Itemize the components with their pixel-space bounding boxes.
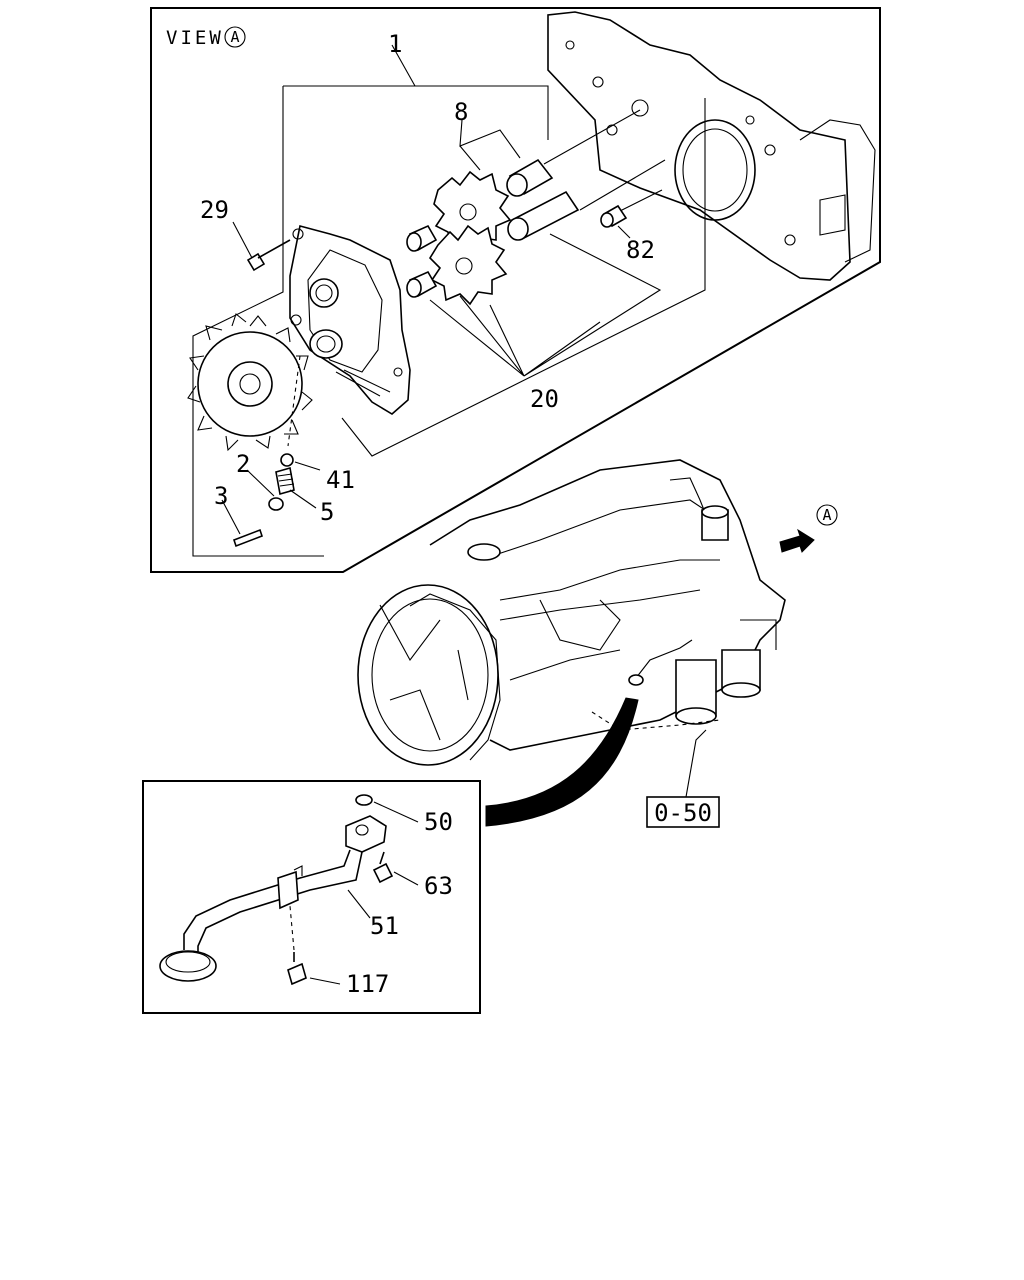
leader-lines-strainer <box>309 801 419 985</box>
rotor-gear-upper <box>433 170 512 252</box>
callout-5: 5 <box>320 498 334 526</box>
strainer-callouts: 50 63 51 117 <box>346 808 453 998</box>
rotor-gear-lower <box>428 224 508 306</box>
view-a-callouts: 1 8 29 82 20 2 41 3 5 <box>200 30 655 526</box>
view-a-frame <box>150 7 881 573</box>
sleeve-upper <box>506 158 554 197</box>
pump-housing <box>289 225 411 415</box>
shaft-lower <box>507 190 580 241</box>
bushing-upper <box>406 224 438 252</box>
callout-41: 41 <box>326 466 355 494</box>
callout-29: 29 <box>200 196 229 224</box>
view-marker-circle <box>224 26 246 48</box>
retaining-pin <box>232 528 264 548</box>
reference-box <box>646 796 720 828</box>
reference-leader <box>685 729 707 798</box>
front-cover-plate <box>547 11 876 281</box>
drive-gear <box>187 313 313 452</box>
callout-3: 3 <box>214 482 228 510</box>
leader-lines-view-a <box>221 44 662 535</box>
oil-strainer <box>159 794 394 986</box>
detail-pointer-arrow <box>485 697 639 827</box>
arrow-marker: A <box>822 506 831 524</box>
assembly-bracket <box>192 85 549 557</box>
bolt-29 <box>246 239 291 272</box>
dowel-pin <box>600 204 628 228</box>
relief-ball <box>280 453 294 467</box>
view-label: VIEW <box>166 27 224 49</box>
bushing-lower <box>406 270 438 298</box>
engine-assembly <box>357 459 786 766</box>
callout-82: 82 <box>626 236 655 264</box>
relief-dash-line <box>287 355 301 447</box>
view-a-title: VIEW A <box>166 26 246 49</box>
callout-50: 50 <box>424 808 453 836</box>
callout-1: 1 <box>388 30 402 58</box>
shaft-leader-lines <box>543 109 666 213</box>
callout-20: 20 <box>530 385 559 413</box>
callout-51: 51 <box>370 912 399 940</box>
callout-8: 8 <box>454 98 468 126</box>
callout-63: 63 <box>424 872 453 900</box>
callout-117: 117 <box>346 970 389 998</box>
strainer-detail-frame <box>142 780 481 1014</box>
relief-spring <box>275 466 295 496</box>
callout-2: 2 <box>236 450 250 478</box>
reference-box-label: 0-50 <box>654 799 712 827</box>
view-marker: A <box>230 28 239 46</box>
assembly-bracket-lower <box>341 98 706 457</box>
view-direction-arrow: A <box>779 504 838 553</box>
relief-plunger <box>268 497 284 511</box>
